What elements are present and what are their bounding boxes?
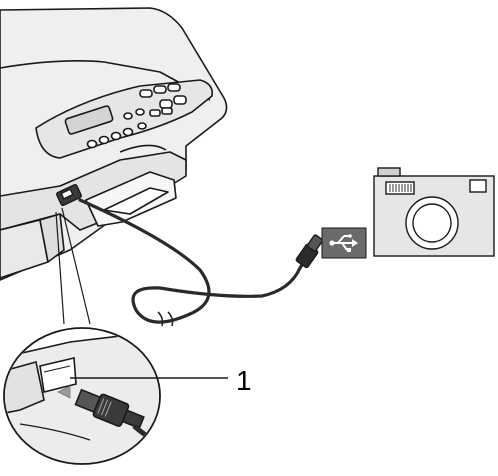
camera-lens-inner	[413, 204, 451, 242]
camera-shutter-button	[378, 168, 400, 176]
usb-icon	[322, 228, 366, 258]
callout-label-1: 1	[236, 365, 252, 396]
cable-break-marks	[158, 312, 173, 326]
camera-viewfinder	[470, 180, 486, 192]
printer-base	[0, 220, 48, 278]
camera-usb-plug	[296, 234, 324, 268]
zoom-detail	[0, 328, 170, 470]
printer	[0, 8, 227, 280]
digital-camera-icon	[374, 168, 494, 256]
